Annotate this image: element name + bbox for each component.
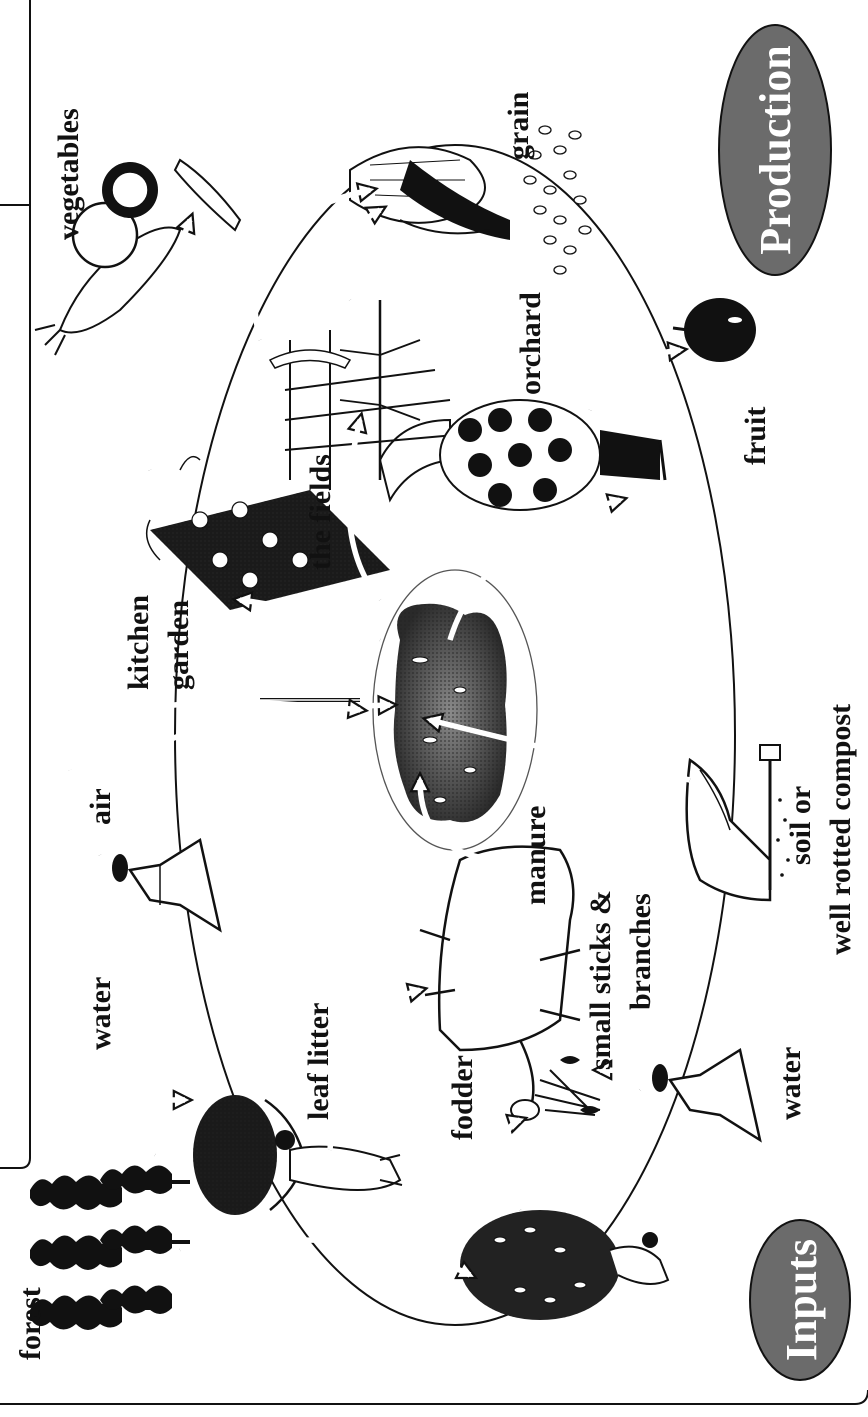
inputs-pill-label: Inputs	[777, 1239, 826, 1361]
label-air: air	[84, 788, 117, 825]
label-fodder: fodder	[446, 1055, 479, 1140]
production-pill: Production	[719, 25, 831, 275]
leaf-litter-basket-icon	[193, 1095, 402, 1215]
page-frame-left	[0, 0, 30, 1168]
page-frame-bottom	[0, 1390, 868, 1404]
water-pot-bottom-icon	[652, 1050, 760, 1140]
label-fruit: fruit	[739, 407, 772, 465]
label-soil-line1: soil or	[784, 786, 817, 865]
label-grain: grain	[502, 91, 535, 160]
label-garden: garden	[162, 600, 195, 690]
production-pill-label: Production	[751, 45, 800, 254]
label-kitchen: kitchen	[122, 595, 155, 690]
label-orchard: orchard	[514, 292, 547, 395]
forest-icon	[30, 1165, 190, 1330]
label-soil-line2: well rotted compost	[824, 704, 857, 955]
label-water-top: water	[84, 977, 117, 1050]
fodder-bush-icon	[460, 1210, 668, 1320]
orchard-tree-icon	[440, 400, 665, 510]
corn-icon	[350, 147, 510, 240]
label-forest: forest	[14, 1287, 47, 1360]
label-manure: manure	[519, 806, 552, 905]
label-water-bottom: water	[774, 1047, 807, 1120]
label-sticks-line2: branches	[624, 893, 657, 1010]
label-leaf-litter: leaf litter	[302, 1003, 335, 1120]
cow-icon	[420, 847, 580, 1120]
inputs-pill: Inputs	[750, 1220, 850, 1380]
label-vegetables: vegetables	[52, 108, 85, 240]
soil-shovel-icon	[687, 745, 790, 900]
fields-icon	[270, 300, 455, 500]
label-sticks-line1: small sticks &	[584, 890, 617, 1070]
label-the-fields: the fields	[304, 454, 337, 570]
apple-fruit-icon	[673, 298, 756, 362]
water-pot-top-icon	[112, 840, 220, 930]
